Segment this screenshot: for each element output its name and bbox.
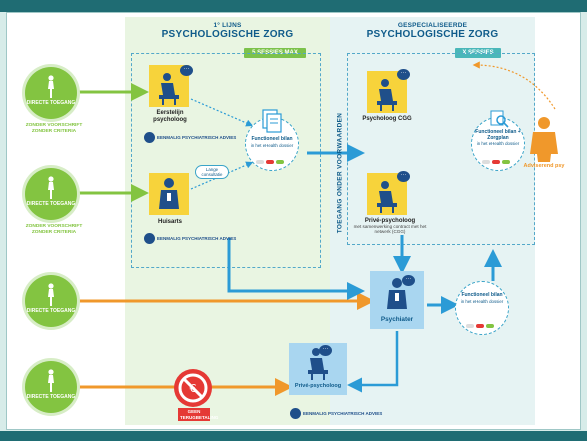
speech-bubble-icon: ··· [397,171,410,182]
speech-bubble-icon: ··· [319,345,332,356]
therapist-chair-icon [159,73,179,105]
therapist-chair-icon [377,79,397,111]
person-walking-icon [48,75,54,98]
functioneel-bilan-2-sub: in het eHealth dossier [476,141,520,147]
documents-icon [262,109,282,133]
prive-psycholoog-spec-label: Privé-psycholoog met samenwerking contra… [353,218,427,234]
psychiater-icon [387,278,407,309]
directe-toegang-label: DIRECTE TOEGANG [26,100,76,106]
prive-psycholoog-spec-title: Privé-psycholoog [364,218,416,224]
directe-toegang-label: DIRECTE TOEGANG [26,394,76,400]
first-line-title-small: 1° LIJNS [213,22,242,29]
traffic-light-icon [466,324,494,328]
arrow-dotted-eerstelijn-bilan [190,98,254,127]
frame-bottom-bar [0,431,587,441]
directe-toegang-label: DIRECTE TOEGANG [26,201,76,207]
advies-badge-2: EENMALIG PSYCHIATRISCH ADVIES [144,233,236,244]
first-line-title-big: PSYCHOLOGISCHE ZORG [161,29,294,40]
svg-text:€: € [190,382,197,395]
speech-bubble-icon: ··· [397,69,410,80]
vertical-label-text: TOEGANG ONDER VOORWAARDEN [336,112,344,234]
directe-toegang-node-3: DIRECTE TOEGANG [25,275,77,327]
magnifier-icon [490,110,509,128]
first-line-title: 1° LIJNS PSYCHOLOGISCHE ZORG [125,22,330,40]
prive-psycholoog-spec-sub: met samenwerking contract met het netwer… [353,224,427,234]
first-line-dashed-box [131,53,321,268]
advies-logo-icon [290,408,301,419]
functioneel-bilan-3-title: Functioneel bilan [461,292,503,298]
person-walking-icon [48,369,54,392]
speech-bubble-icon: ··· [180,65,193,76]
adviserend-psy-icon [530,117,558,162]
doctor-icon [159,178,179,209]
directe-toegang-node-1: DIRECTE TOEGANG [25,67,77,119]
adviserend-psy-label: Adviserend psy [523,163,565,169]
toegang-onder-voorwaarden-label: TOEGANG ONDER VOORWAARDEN [335,83,345,263]
speech-bubble-icon: ··· [402,275,415,286]
specialised-title: GESPECIALISEERDE PSYCHOLOGISCHE ZORG [330,22,535,40]
functioneel-bilan-1-title: Functioneel bilan [251,136,293,142]
functioneel-bilan-1-sub: in het eHealth dossier [250,142,294,148]
therapist-chair-icon [377,181,397,213]
arrow-blue-huisarts-psychiater [227,238,365,300]
huisarts-icon-box [149,173,189,215]
geen-terugbetaling-label: GEEN TERUGBETALING [178,408,219,421]
advies-badge-1: EENMALIG PSYCHIATRISCH ADVIES [144,132,236,143]
traffic-light-icon [482,160,510,164]
lange-consultatie-bubble: Lange consultatie [195,165,229,179]
advies-badge-3: EENMALIG PSYCHIATRISCH ADVIES [290,408,382,419]
advies-logo-icon [144,233,155,244]
person-walking-icon [48,176,54,199]
person-walking-icon [48,283,54,306]
functioneel-bilan-2-title: Functioneel bilan + Zorgplan [475,129,521,141]
diagram-card: 1° LIJNS PSYCHOLOGISCHE ZORG GESPECIALIS… [6,12,581,430]
euro-ban-icon: € [178,373,208,403]
traffic-light-icon [256,160,284,164]
huisarts-label: Huisarts [157,219,182,225]
specialised-zone [330,17,535,425]
frame-top-bar [0,0,587,12]
no-reimbursement-icon: € [174,369,212,407]
specialised-title-small: GESPECIALISEERDE [397,22,468,29]
advies-text: EENMALIG PSYCHIATRISCH ADVIES [157,135,237,140]
eerstelijn-label: Eerstelijn psycholoog [153,110,187,123]
arrow-blue-psychiater-bottom [347,331,399,393]
prive-psycholoog-bottom-label: Privé-psycholoog [294,383,342,389]
directe-toegang-node-2: DIRECTE TOEGANG [25,168,77,220]
prive-psycholoog-bottom-box: Privé-psycholoog [289,343,347,395]
specialised-title-big: PSYCHOLOGISCHE ZORG [366,29,499,40]
psycholoog-cgg-label: Psycholoog CGG [362,116,412,122]
directe-toegang-node-4: DIRECTE TOEGANG [25,361,77,413]
advies-text: EENMALIG PSYCHIATRISCH ADVIES [303,411,383,416]
psychiater-label: Psychiater [380,316,414,323]
psychiater-box: Psychiater [370,271,424,329]
therapist-chair-icon [308,348,328,380]
advies-text: EENMALIG PSYCHIATRISCH ADVIES [157,236,237,241]
arrow-orange-dotted-adviserend [472,61,556,110]
functioneel-bilan-3-sub: in het eHealth dossier [460,298,504,304]
advies-logo-icon [144,132,155,143]
directe-toegang-label: DIRECTE TOEGANG [26,308,76,314]
